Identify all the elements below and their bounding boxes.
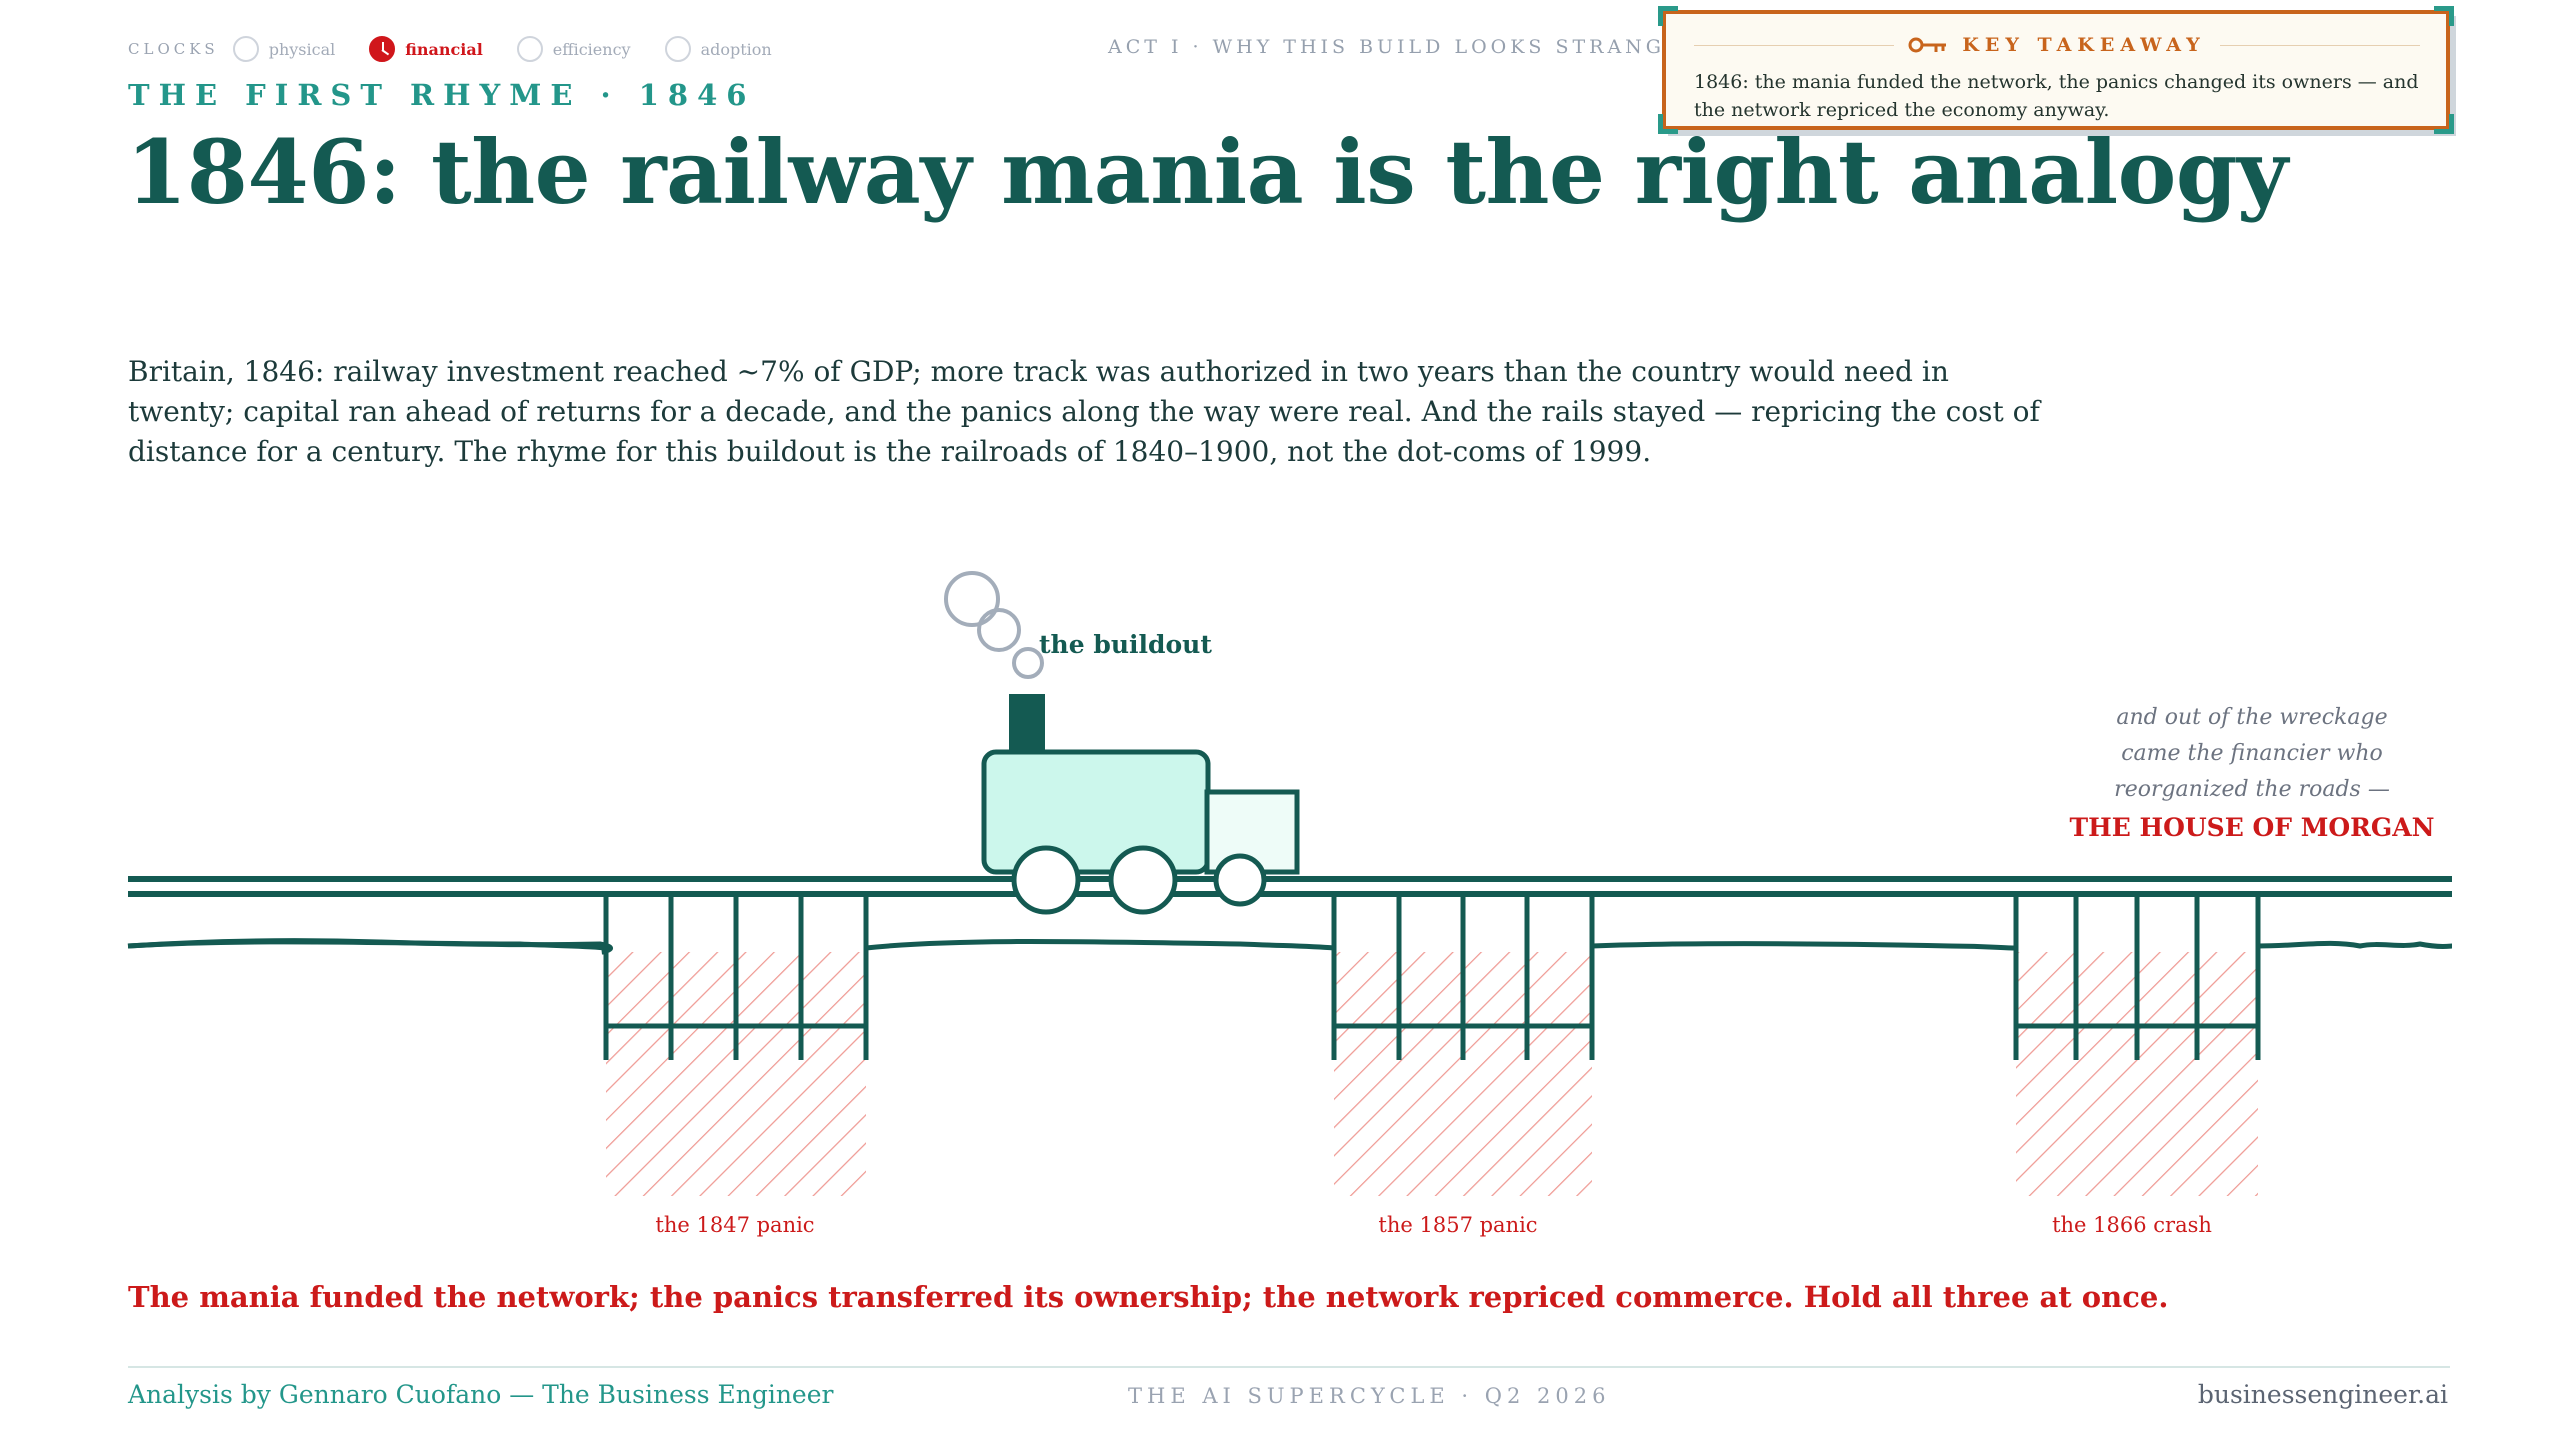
clock-label: financial [405, 39, 483, 59]
panic-label: the 1857 panic [1378, 1213, 1537, 1237]
act-label: ACT I · WHY THIS BUILD LOOKS STRANGE [1108, 36, 1683, 58]
smoke-puff [1012, 647, 1044, 679]
corner-ornament [2434, 6, 2454, 26]
clocks-label: CLOCKS [128, 40, 219, 58]
lede-paragraph: Britain, 1846: railway investment reache… [128, 355, 2040, 468]
ground-line [865, 939, 1335, 951]
footer-site-link[interactable]: businessengineer.ai [2197, 1380, 2448, 1409]
ground-line [2257, 940, 2453, 949]
wheel [1011, 845, 1081, 915]
morgan-note-line: came the financier who [2121, 741, 2383, 766]
clock-icon [516, 36, 543, 62]
boiler [981, 749, 1211, 875]
takeaway-text: 1846: the mania funded the network, the … [1694, 71, 2419, 121]
corner-ornament [2434, 114, 2454, 134]
panic-label: the 1866 crash [2052, 1213, 2212, 1237]
smoke-puff [977, 608, 1021, 652]
trestle-1847 [588, 891, 884, 1060]
takeaway-header: KEY TAKEAWAY [1694, 32, 2420, 58]
morgan-title: THE HOUSE OF MORGAN [2069, 813, 2434, 842]
locomotive-icon [944, 571, 1300, 915]
wheel [1108, 845, 1178, 915]
smoke-puff [944, 571, 1000, 627]
clock-financial[interactable]: financial [369, 36, 483, 62]
footer-author: Analysis by Gennaro Cuofano — The Busine… [128, 1380, 834, 1409]
footer-series: THE AI SUPERCYCLE · Q2 2026 [1128, 1384, 1611, 1408]
clock-label: physical [268, 39, 336, 59]
clock-icon [369, 36, 396, 62]
wheel [1213, 853, 1267, 907]
clock-icon [664, 36, 691, 62]
railway-svg: the buildout the 1847 panic the 1857 pan… [127, 571, 2453, 1237]
ground-line [1591, 941, 2017, 951]
clock-adoption[interactable]: adoption [664, 36, 772, 62]
key-takeaway-box: KEY TAKEAWAY 1846: the mania funded the … [1658, 6, 2454, 134]
takeaway-label: KEY TAKEAWAY [1962, 34, 2206, 56]
clock-label: adoption [700, 39, 772, 59]
smokestack [1009, 694, 1045, 754]
corner-ornament [1658, 114, 1678, 134]
clock-selector: CLOCKS physical financial efficiency ado… [128, 34, 772, 64]
panic-label: the 1847 panic [655, 1213, 814, 1237]
conclusion-statement: The mania funded the network; the panics… [128, 1280, 2169, 1314]
morgan-note-line: reorganized the roads — [2114, 777, 2390, 802]
clock-icon [232, 36, 259, 62]
clock-physical[interactable]: physical [232, 36, 336, 62]
footer-divider [128, 1366, 2450, 1368]
page-title: 1846: the railway mania is the right ana… [126, 120, 2288, 224]
key-icon [1908, 37, 1947, 53]
railway-illustration: the buildout the 1847 panic the 1857 pan… [0, 540, 2560, 1260]
clock-label: efficiency [552, 39, 631, 59]
ground-line [127, 939, 607, 951]
trestle-1857 [1314, 891, 1608, 1060]
section-kicker: THE FIRST RHYME · 1846 [128, 78, 756, 112]
corner-ornament [1658, 6, 1678, 26]
clock-efficiency[interactable]: efficiency [516, 36, 631, 62]
morgan-note-line: and out of the wreckage [2116, 705, 2387, 730]
train-label: the buildout [1039, 630, 1212, 659]
trestle-1866 [1996, 891, 2276, 1060]
